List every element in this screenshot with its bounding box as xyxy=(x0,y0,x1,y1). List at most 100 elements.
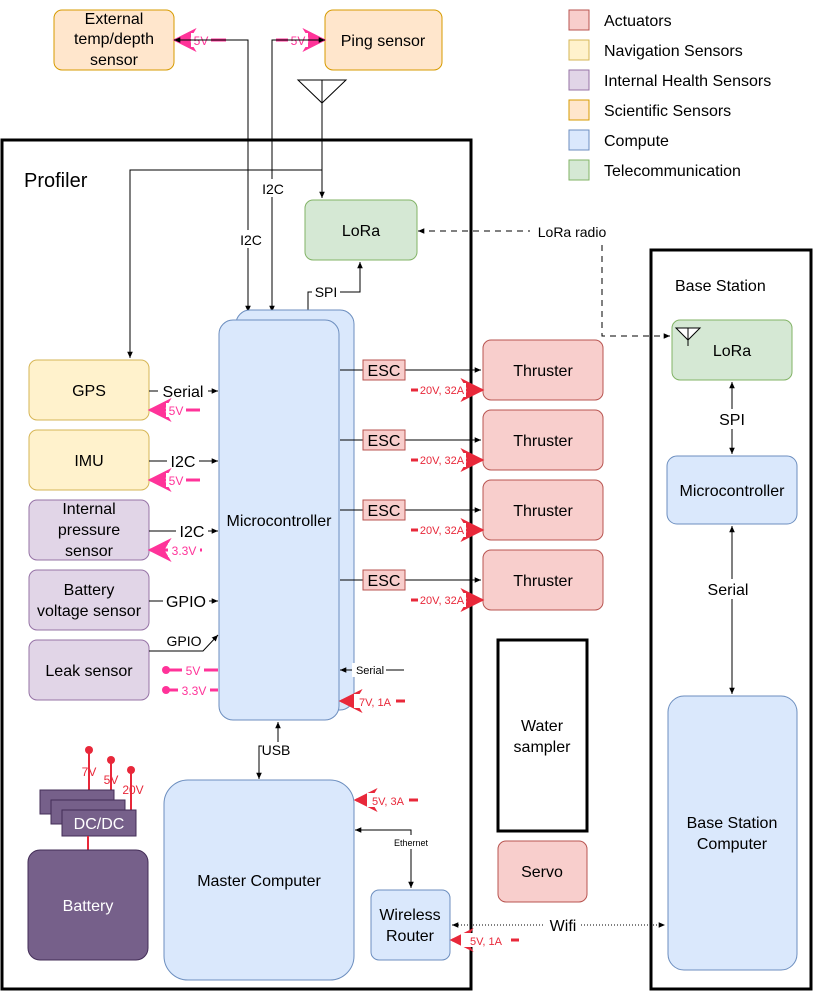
ethernet-label: Ethernet xyxy=(394,838,429,848)
leak-3v3-label: 3.3V xyxy=(182,684,207,698)
water-sampler-label-1: Water xyxy=(521,718,564,735)
lora-base-block xyxy=(671,319,793,381)
battery-label: Battery xyxy=(63,898,114,915)
legend-swatch-actuators xyxy=(568,9,590,31)
spi-profiler-label: SPI xyxy=(315,284,338,300)
internal-pressure-label-1: Internal xyxy=(62,501,115,518)
internal-pressure-label-3: sensor xyxy=(65,543,114,560)
servo-block xyxy=(497,840,588,903)
battery-block xyxy=(27,849,149,961)
pressure-power-label: 3.3V xyxy=(172,544,197,558)
thruster-block-3 xyxy=(482,479,604,541)
gps-serial-label: Serial xyxy=(163,384,204,401)
leak-gpio-line xyxy=(149,634,219,652)
internal-pressure-sensor-block xyxy=(28,499,150,561)
base-antenna-icon xyxy=(674,327,702,346)
dcdc-block xyxy=(61,809,137,837)
imu-label: IMU xyxy=(74,453,103,470)
thruster-group-3: ESC Thruster 20V, 32A xyxy=(340,479,604,542)
profiler-title: Profiler xyxy=(24,170,88,192)
thruster-power-label-3: 20V, 32A xyxy=(420,525,465,537)
thruster-power-label-4: 20V, 32A xyxy=(420,595,465,607)
internal-pressure-label-2: pressure xyxy=(58,522,120,539)
ethernet-link xyxy=(355,827,414,888)
legend-swatch-telecom xyxy=(568,159,590,181)
legend-label-internal-health: Internal Health Sensors xyxy=(604,73,771,90)
master-power-label: 5V, 3A xyxy=(372,796,405,808)
esc-label-3: ESC xyxy=(368,503,401,520)
usb-label: USB xyxy=(262,742,291,758)
thruster-block-2 xyxy=(482,409,604,471)
antenna-to-gps-line xyxy=(127,169,322,358)
wifi-label: Wifi xyxy=(550,918,577,935)
legend-swatch-internal-health xyxy=(568,69,590,91)
thruster-group-1: ESC Thruster 20V, 32A xyxy=(340,339,604,402)
i2c-ext-label: I2C xyxy=(240,232,262,248)
battery-output-20v: 20V xyxy=(122,783,143,797)
esc-label-4: ESC xyxy=(368,573,401,590)
battery-output-5v: 5V xyxy=(104,773,119,787)
thruster-label-2: Thruster xyxy=(513,433,573,450)
base-computer-label-2: Computer xyxy=(697,836,768,853)
legend-label-scientific: Scientific Sensors xyxy=(604,103,731,120)
serial-base-label: Serial xyxy=(708,582,749,599)
lora-radio-label: LoRa radio xyxy=(538,224,607,240)
battery-voltage-gpio-label: GPIO xyxy=(166,594,206,611)
i2c-ext-line xyxy=(174,37,251,312)
battery-voltage-sensor-block xyxy=(28,569,150,631)
imu-power-label: 5V xyxy=(169,474,184,488)
legend-swatch-navigation xyxy=(568,39,590,61)
legend: Actuators Navigation Sensors Internal He… xyxy=(568,9,771,181)
lora-base-label: LoRa xyxy=(713,343,751,360)
gps-label: GPS xyxy=(72,383,106,400)
microcontroller-base-label: Microcontroller xyxy=(680,483,786,500)
leak-5v-label: 5V xyxy=(186,664,201,678)
ext-temp-label-3: sensor xyxy=(90,52,139,69)
ping-power-label: 5V xyxy=(291,34,306,48)
lora-radio-link xyxy=(418,228,670,339)
lora-profiler-label: LoRa xyxy=(342,223,380,240)
esc-block-2 xyxy=(362,429,406,451)
thruster-power-label-1: 20V, 32A xyxy=(420,385,465,397)
battery-output-7v: 7V xyxy=(82,765,97,779)
legend-swatch-scientific xyxy=(568,99,590,121)
water-sampler-label-2: sampler xyxy=(514,739,572,756)
esc-label-1: ESC xyxy=(368,363,401,380)
leak-sensor-label: Leak sensor xyxy=(45,663,133,680)
ext-temp-label-2: temp/depth xyxy=(74,31,154,48)
thruster-power-label-2: 20V, 32A xyxy=(420,455,465,467)
spi-base-label: SPI xyxy=(719,412,745,429)
wireless-router-label-1: Wireless xyxy=(379,907,440,924)
imu-i2c-label: I2C xyxy=(171,454,196,471)
leak-gpio-label: GPIO xyxy=(166,633,201,649)
antenna-icon xyxy=(296,79,348,104)
i2c-ping-line xyxy=(269,37,325,312)
esc-block-1 xyxy=(362,359,406,381)
base-station-computer-block xyxy=(667,695,798,971)
microcontroller-base-block xyxy=(666,455,798,525)
leak-sensor-block xyxy=(28,639,150,701)
thruster-label-3: Thruster xyxy=(513,503,573,520)
pressure-i2c-label: I2C xyxy=(180,524,205,541)
water-sampler-block xyxy=(496,638,589,833)
microcontroller-block xyxy=(218,319,340,721)
thruster-block-4 xyxy=(482,549,604,611)
legend-label-actuators: Actuators xyxy=(604,13,672,30)
master-computer-label: Master Computer xyxy=(197,873,321,890)
wireless-router-block xyxy=(370,889,451,961)
ext-temp-power-label: 5V xyxy=(194,34,209,48)
battery-voltage-label-1: Battery xyxy=(64,582,115,599)
esc-label-2: ESC xyxy=(368,433,401,450)
microcontroller-power-label: 7V, 1A xyxy=(359,697,392,709)
gps-power-label: 5V xyxy=(169,404,184,418)
microcontroller-label: Microcontroller xyxy=(227,513,333,530)
battery-voltage-label-2: voltage sensor xyxy=(37,603,142,620)
base-station-container xyxy=(649,248,813,991)
imu-block xyxy=(28,429,150,491)
esc-block-3 xyxy=(362,499,406,521)
master-computer-block xyxy=(163,779,355,981)
battery-power-outputs: 7V 5V 20V xyxy=(82,746,144,812)
base-station-title: Base Station xyxy=(675,278,766,295)
serial-master-label: Serial xyxy=(356,665,384,677)
